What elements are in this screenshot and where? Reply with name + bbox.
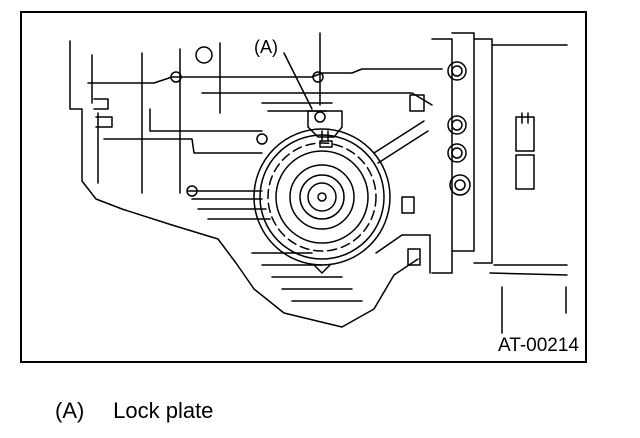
transmission-line-drawing [69, 32, 568, 334]
legend-label: Lock plate [113, 398, 214, 423]
legend-key: (A) [55, 398, 85, 423]
legend-item: (A) Lock plate [55, 398, 213, 424]
figure-frame: (A) AT-00214 [20, 11, 587, 363]
callout-label-a: (A) [254, 37, 278, 57]
figure-code: AT-00214 [498, 335, 579, 356]
